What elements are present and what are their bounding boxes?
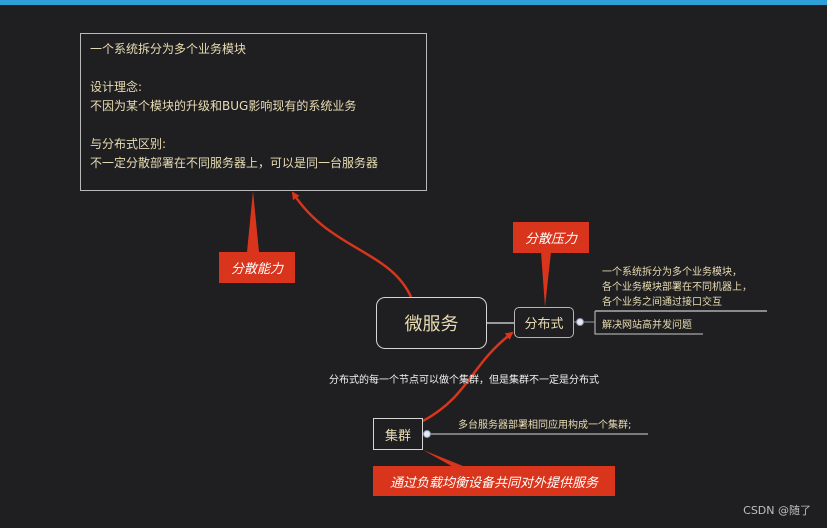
leaf-line: 一个系统拆分为多个业务模块， [602, 267, 742, 278]
node-distributed[interactable]: 分布式 [514, 307, 574, 338]
note-line: 不因为某个模块的升级和BUG影响现有的系统业务 [90, 99, 357, 113]
arrow-cluster-to-distributed [422, 331, 514, 423]
callout-dispersion-pressure[interactable]: 分散压力 [513, 222, 589, 253]
top-accent-bar [0, 0, 827, 5]
note-line [90, 116, 417, 135]
leaf-distributed-description[interactable]: 一个系统拆分为多个业务模块， 各个业务模块部署在不同机器上， 各个业务之间通过接… [602, 265, 752, 310]
node-microservice[interactable]: 微服务 [376, 297, 487, 349]
note-line [90, 59, 417, 78]
note-line: 与分布式区别: [90, 137, 167, 151]
callout-dispersion-ability[interactable]: 分散能力 [219, 252, 295, 283]
collapse-toggle-distributed[interactable] [576, 318, 584, 326]
note-line: 一个系统拆分为多个业务模块 [90, 42, 247, 56]
watermark: CSDN @随了 [743, 504, 811, 517]
note-line: 不一定分散部署在不同服务器上，可以是同一台服务器 [90, 156, 379, 170]
leaf-line: 各个业务模块部署在不同机器上， [602, 282, 752, 293]
note-line: 设计理念: [90, 80, 143, 94]
leaf-distributed-purpose[interactable]: 解决网站高并发问题 [602, 320, 692, 331]
callout-pointer-pressure [541, 252, 551, 307]
callout-pointer-ability [247, 191, 259, 252]
collapse-toggle-cluster[interactable] [423, 430, 431, 438]
leaf-cluster-description[interactable]: 多台服务器部署相同应用构成一个集群; [458, 420, 632, 431]
relationship-label[interactable]: 分布式的每一个节点可以做个集群，但是集群不一定是分布式 [329, 375, 599, 386]
node-cluster[interactable]: 集群 [373, 418, 423, 450]
leaf-line: 各个业务之间通过接口交互 [602, 297, 722, 308]
connector-distributed-leaves [594, 311, 703, 335]
callout-pointer-load [423, 450, 468, 468]
arrow-microservice-to-note [291, 191, 413, 298]
callout-load-balancing[interactable]: 通过负载均衡设备共同对外提供服务 [373, 466, 615, 496]
microservice-note-box: 一个系统拆分为多个业务模块 设计理念: 不因为某个模块的升级和BUG影响现有的系… [80, 33, 427, 191]
